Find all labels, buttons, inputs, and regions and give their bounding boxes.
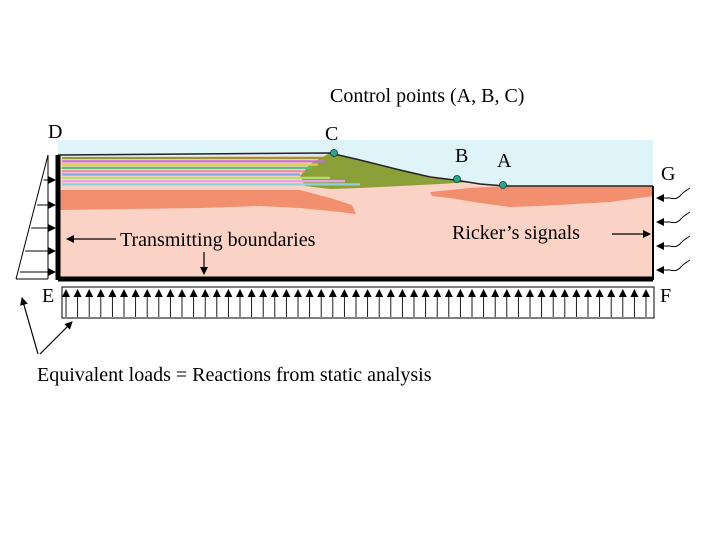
- ricker-wave: [669, 187, 691, 200]
- corner-label-e: E: [42, 285, 54, 307]
- diagram-title: Control points (A, B, C): [330, 85, 524, 107]
- corner-label-g: G: [661, 163, 675, 185]
- ground-surface-line: [57, 152, 653, 187]
- ricker-wave-arrows: [656, 187, 691, 274]
- point-label-c: C: [325, 123, 338, 145]
- strata-lines: [62, 156, 360, 186]
- bottom-load-arrows: [62, 289, 650, 317]
- left-load-arrows: [19, 176, 56, 276]
- ricker-wave: [669, 211, 691, 224]
- equivalent-pointer-left: [20, 297, 39, 355]
- orange-layer: [58, 190, 356, 214]
- ricker-wave: [669, 259, 691, 272]
- orange-layer-right: [430, 186, 653, 207]
- control-point-a-marker: [499, 181, 507, 189]
- control-point-b-marker: [453, 175, 461, 183]
- left-load-slope: [15, 154, 49, 280]
- point-label-a: A: [497, 150, 512, 172]
- transmitting-label: Transmitting boundaries: [120, 229, 316, 251]
- bottom-load-box: [61, 286, 655, 319]
- ricker-wave: [669, 235, 691, 248]
- equivalent-pointer-bottom: [39, 321, 73, 355]
- point-label-b: B: [455, 145, 468, 167]
- equivalent-loads-label: Equivalent loads = Reactions from static…: [37, 364, 432, 386]
- corner-label-d: D: [48, 121, 62, 143]
- corner-label-f: F: [660, 285, 671, 307]
- control-point-c-marker: [330, 149, 338, 157]
- ricker-label: Ricker’s signals: [452, 222, 580, 244]
